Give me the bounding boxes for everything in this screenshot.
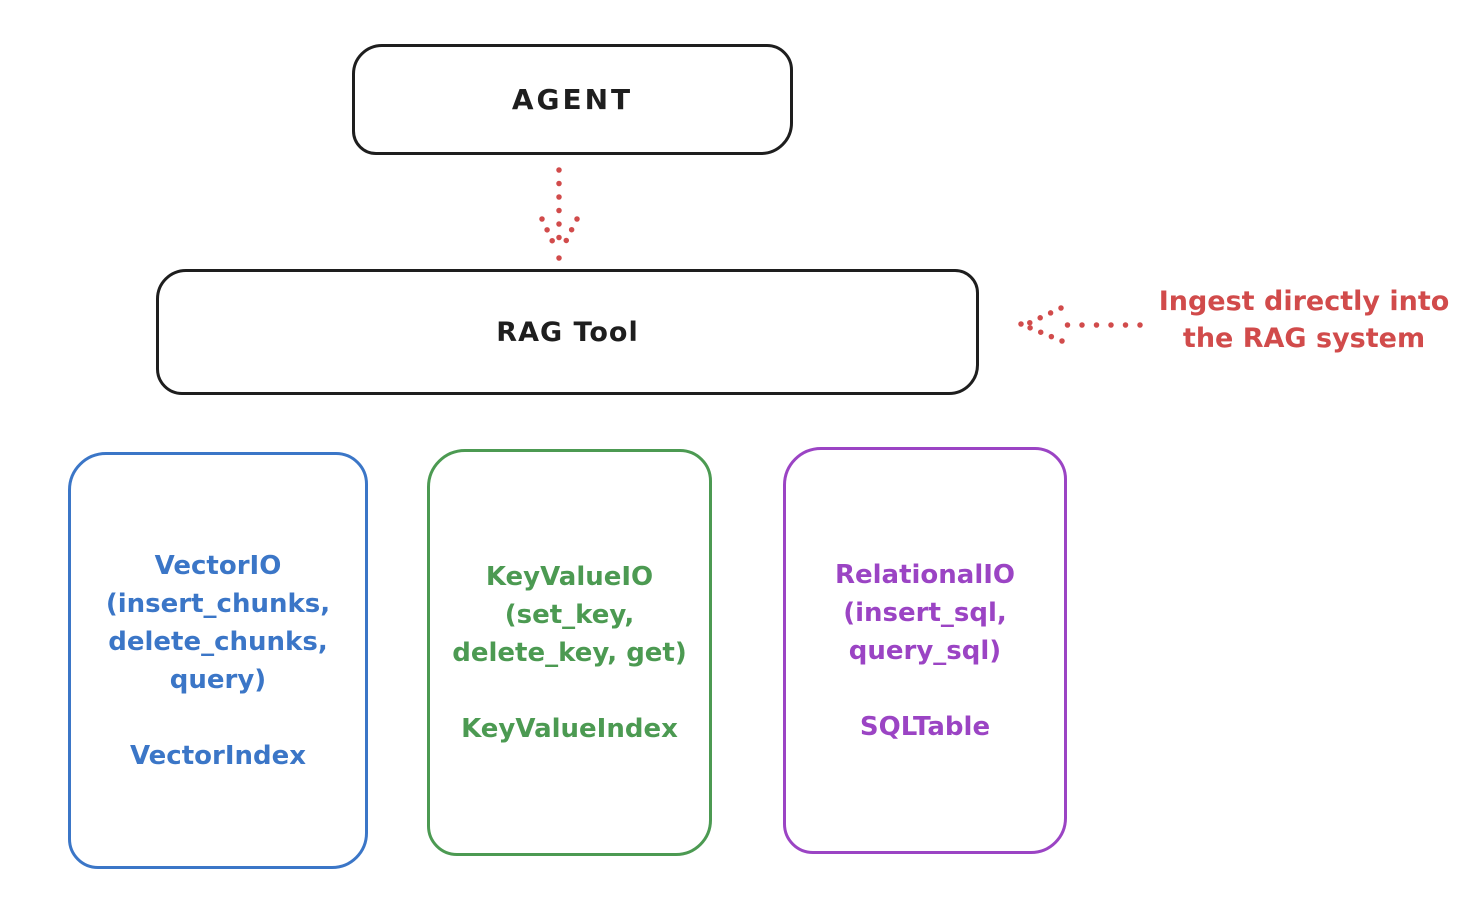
ingest-annotation-line1: Ingest directly into: [1158, 286, 1450, 317]
vector-io-methods-line2: delete_chunks,: [108, 626, 328, 657]
ingest-annotation-line2: the RAG system: [1182, 323, 1426, 354]
rag-tool-node: RAG Tool: [156, 269, 979, 395]
agent-to-ragtool-arrow: [539, 167, 580, 261]
relational-io-title-line: RelationalIO: [834, 559, 1016, 590]
ingest-annotation: Ingest directly into the RAG system: [1138, 283, 1470, 357]
rag-tool-node-label: RAG Tool: [496, 316, 639, 348]
backend-box-relational-io: RelationalIO (insert_sql, query_sql) SQL…: [783, 447, 1067, 854]
keyvalue-index-label: KeyValueIndex: [461, 713, 678, 744]
relational-io-methods-line1: (insert_sql,: [843, 597, 1007, 628]
agent-node: AGENT: [352, 44, 793, 155]
agent-node-label: AGENT: [511, 83, 634, 116]
keyvalue-io-methods-line1: (set_key,: [504, 599, 635, 630]
backend-box-vector-io: VectorIO (insert_chunks, delete_chunks, …: [68, 452, 368, 869]
ingest-annotation-arrow: [1018, 305, 1143, 344]
vector-io-methods-line1: (insert_chunks,: [105, 588, 331, 619]
vector-io-title-line: VectorIO: [154, 550, 282, 581]
sql-table-label: SQLTable: [859, 711, 991, 742]
keyvalue-io-methods-line2: delete_key, get): [452, 637, 687, 668]
vector-index-label: VectorIndex: [129, 740, 307, 771]
relational-io-methods-line2: query_sql): [848, 635, 1002, 666]
backend-box-keyvalue-io: KeyValueIO (set_key, delete_key, get) Ke…: [427, 449, 712, 856]
vector-io-methods-line3: query): [169, 664, 267, 695]
keyvalue-io-title-line: KeyValueIO: [485, 561, 654, 592]
